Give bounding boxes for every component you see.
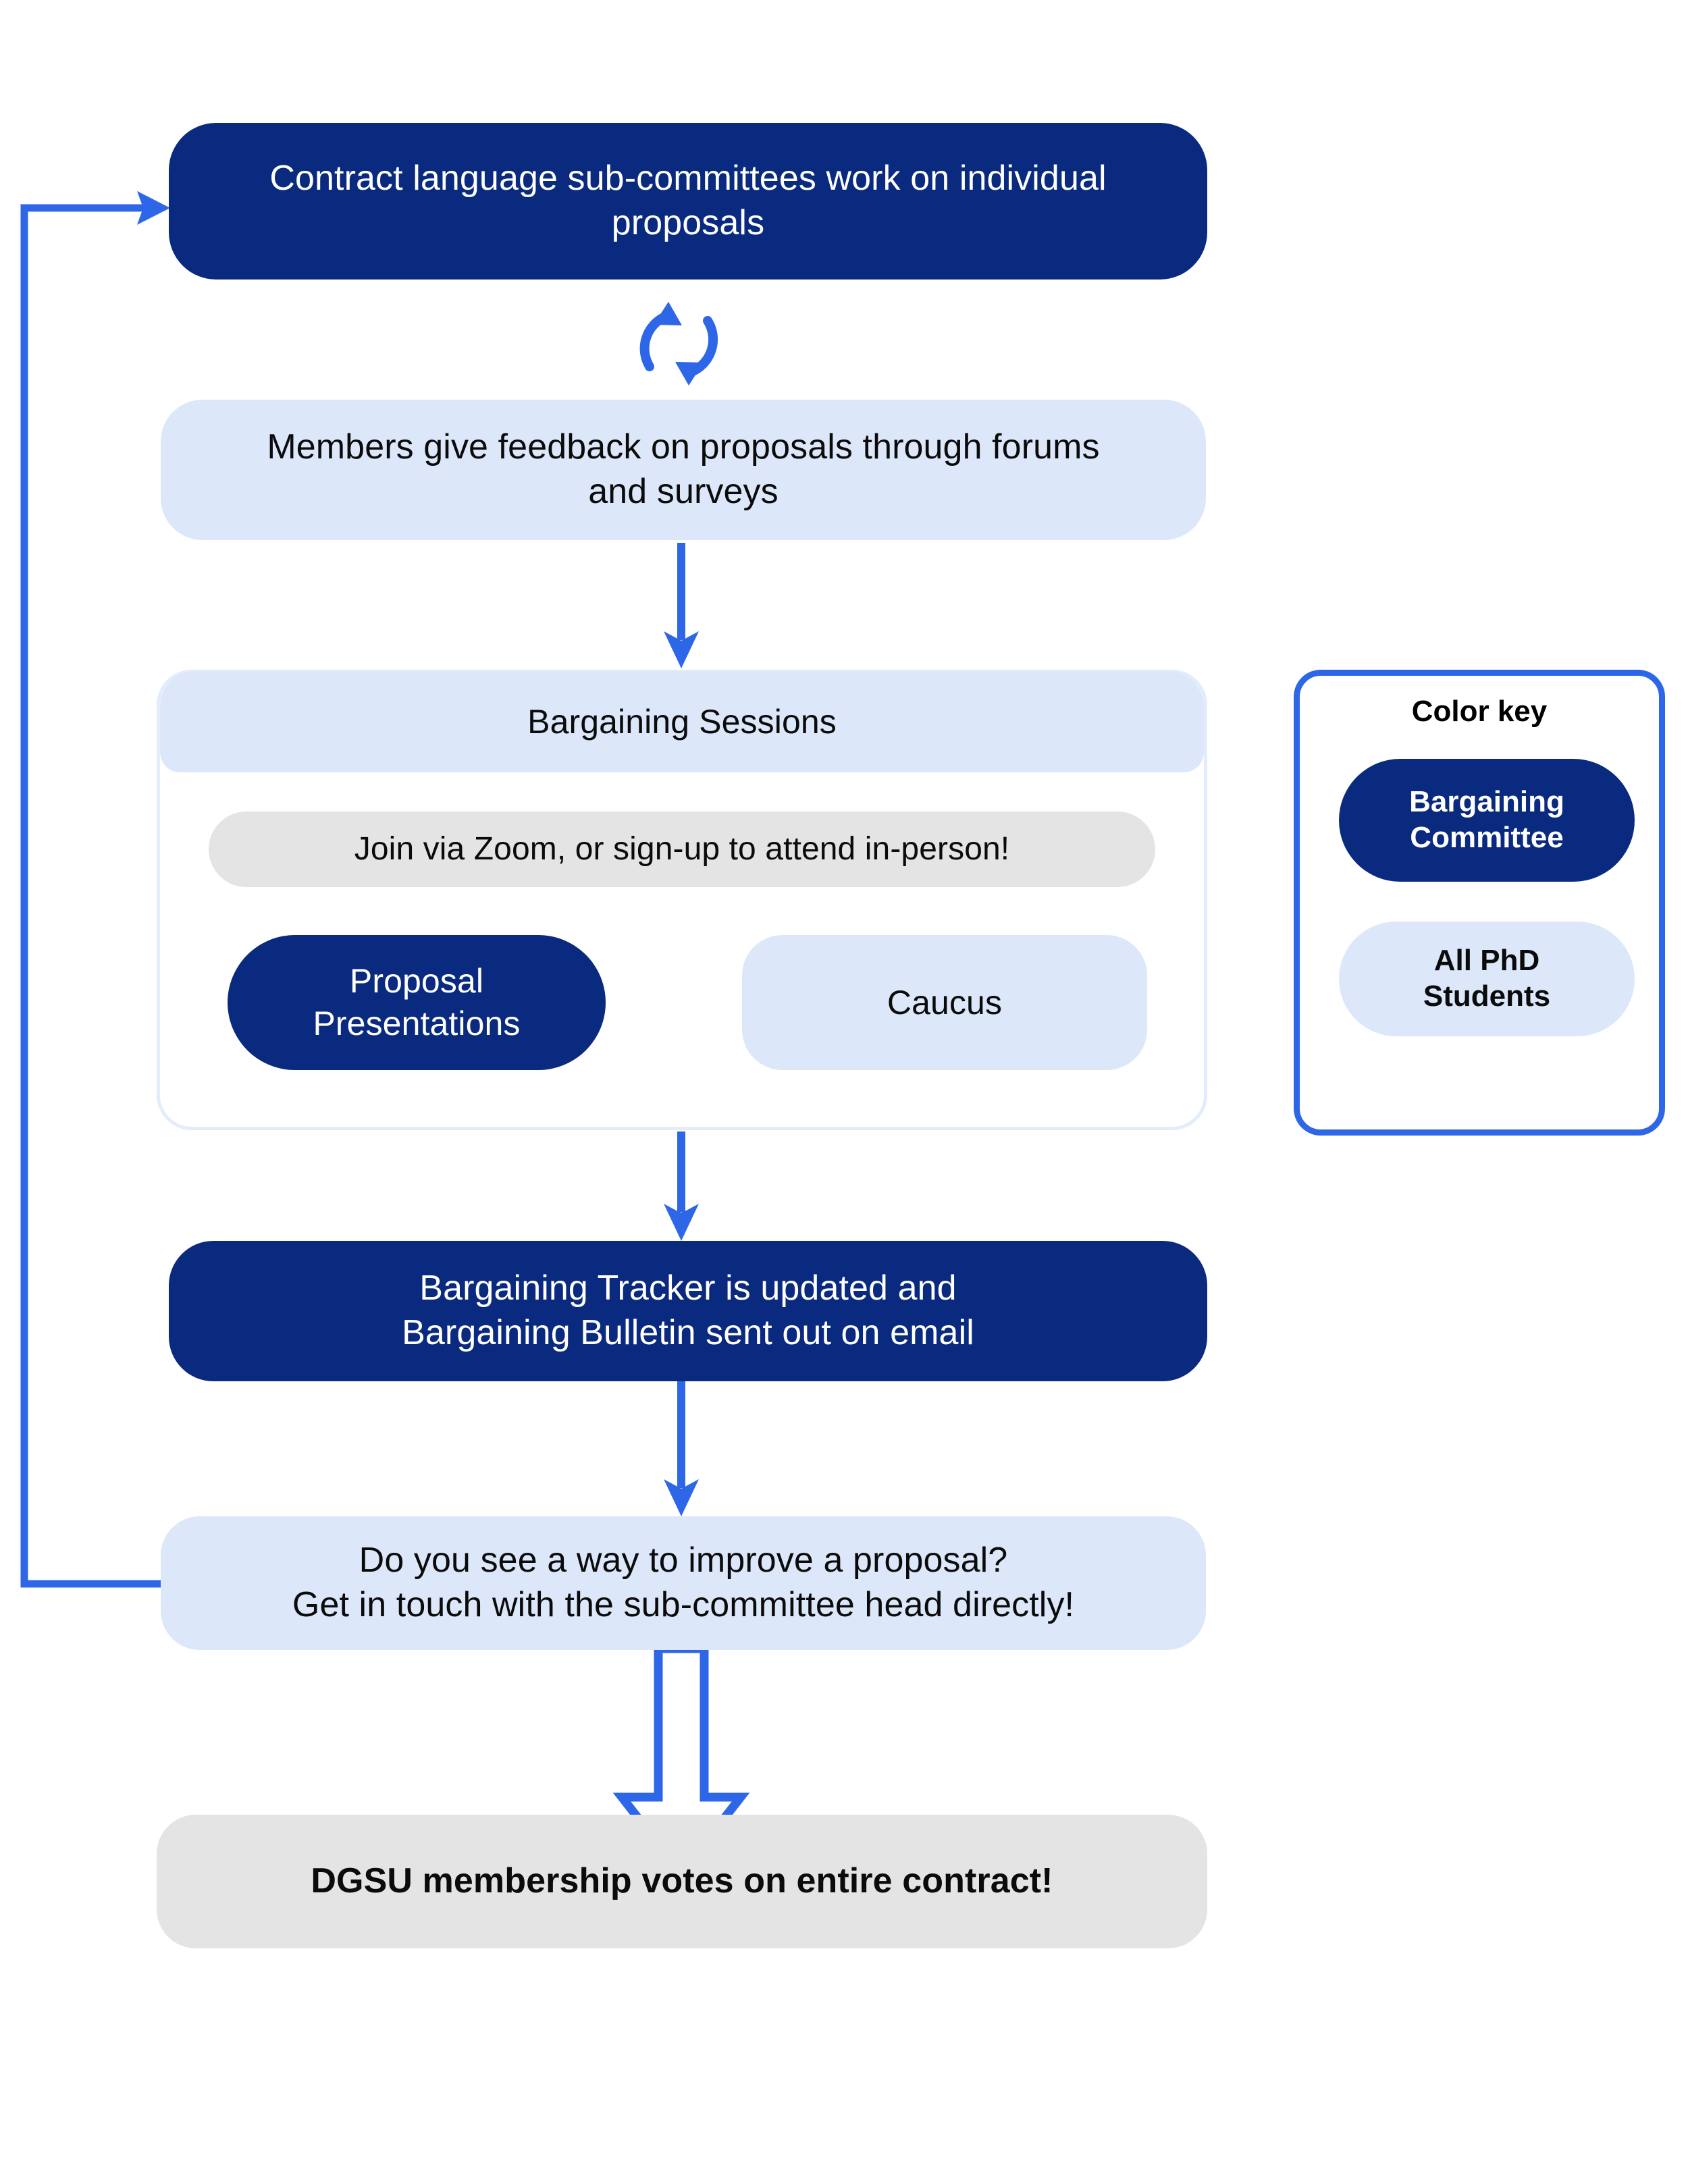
node-caucus: Caucus bbox=[742, 935, 1147, 1070]
down-arrow-icon-2 bbox=[664, 1131, 699, 1241]
node-member-feedback: Members give feedback on proposals throu… bbox=[161, 400, 1206, 540]
node-zoom-attendance-note: Join via Zoom, or sign-up to attend in-p… bbox=[209, 811, 1155, 887]
down-arrow-icon-1 bbox=[664, 543, 699, 668]
node-bargaining-tracker: Bargaining Tracker is updated and Bargai… bbox=[169, 1241, 1207, 1381]
node-improve-proposal: Do you see a way to improve a proposal? … bbox=[161, 1516, 1206, 1650]
bargaining-sessions-group: Bargaining Sessions Join via Zoom, or si… bbox=[157, 670, 1207, 1130]
color-key-chip-all-phd-students: All PhD Students bbox=[1339, 922, 1635, 1036]
cycle-arrows-icon bbox=[639, 302, 718, 385]
down-arrow-icon-3 bbox=[664, 1381, 699, 1516]
node-membership-vote: DGSU membership votes on entire contract… bbox=[157, 1815, 1207, 1948]
color-key-chip-bargaining-committee: Bargaining Committee bbox=[1339, 759, 1635, 882]
node-bargaining-sessions-header: Bargaining Sessions bbox=[160, 671, 1204, 772]
color-key-title: Color key bbox=[1411, 695, 1548, 728]
loop-back-arrow-icon bbox=[20, 191, 170, 1588]
node-proposal-presentations: Proposal Presentations bbox=[228, 935, 606, 1070]
color-key-panel: Color key Bargaining Committee All PhD S… bbox=[1294, 670, 1665, 1136]
node-subcommittees: Contract language sub-committees work on… bbox=[169, 123, 1207, 279]
